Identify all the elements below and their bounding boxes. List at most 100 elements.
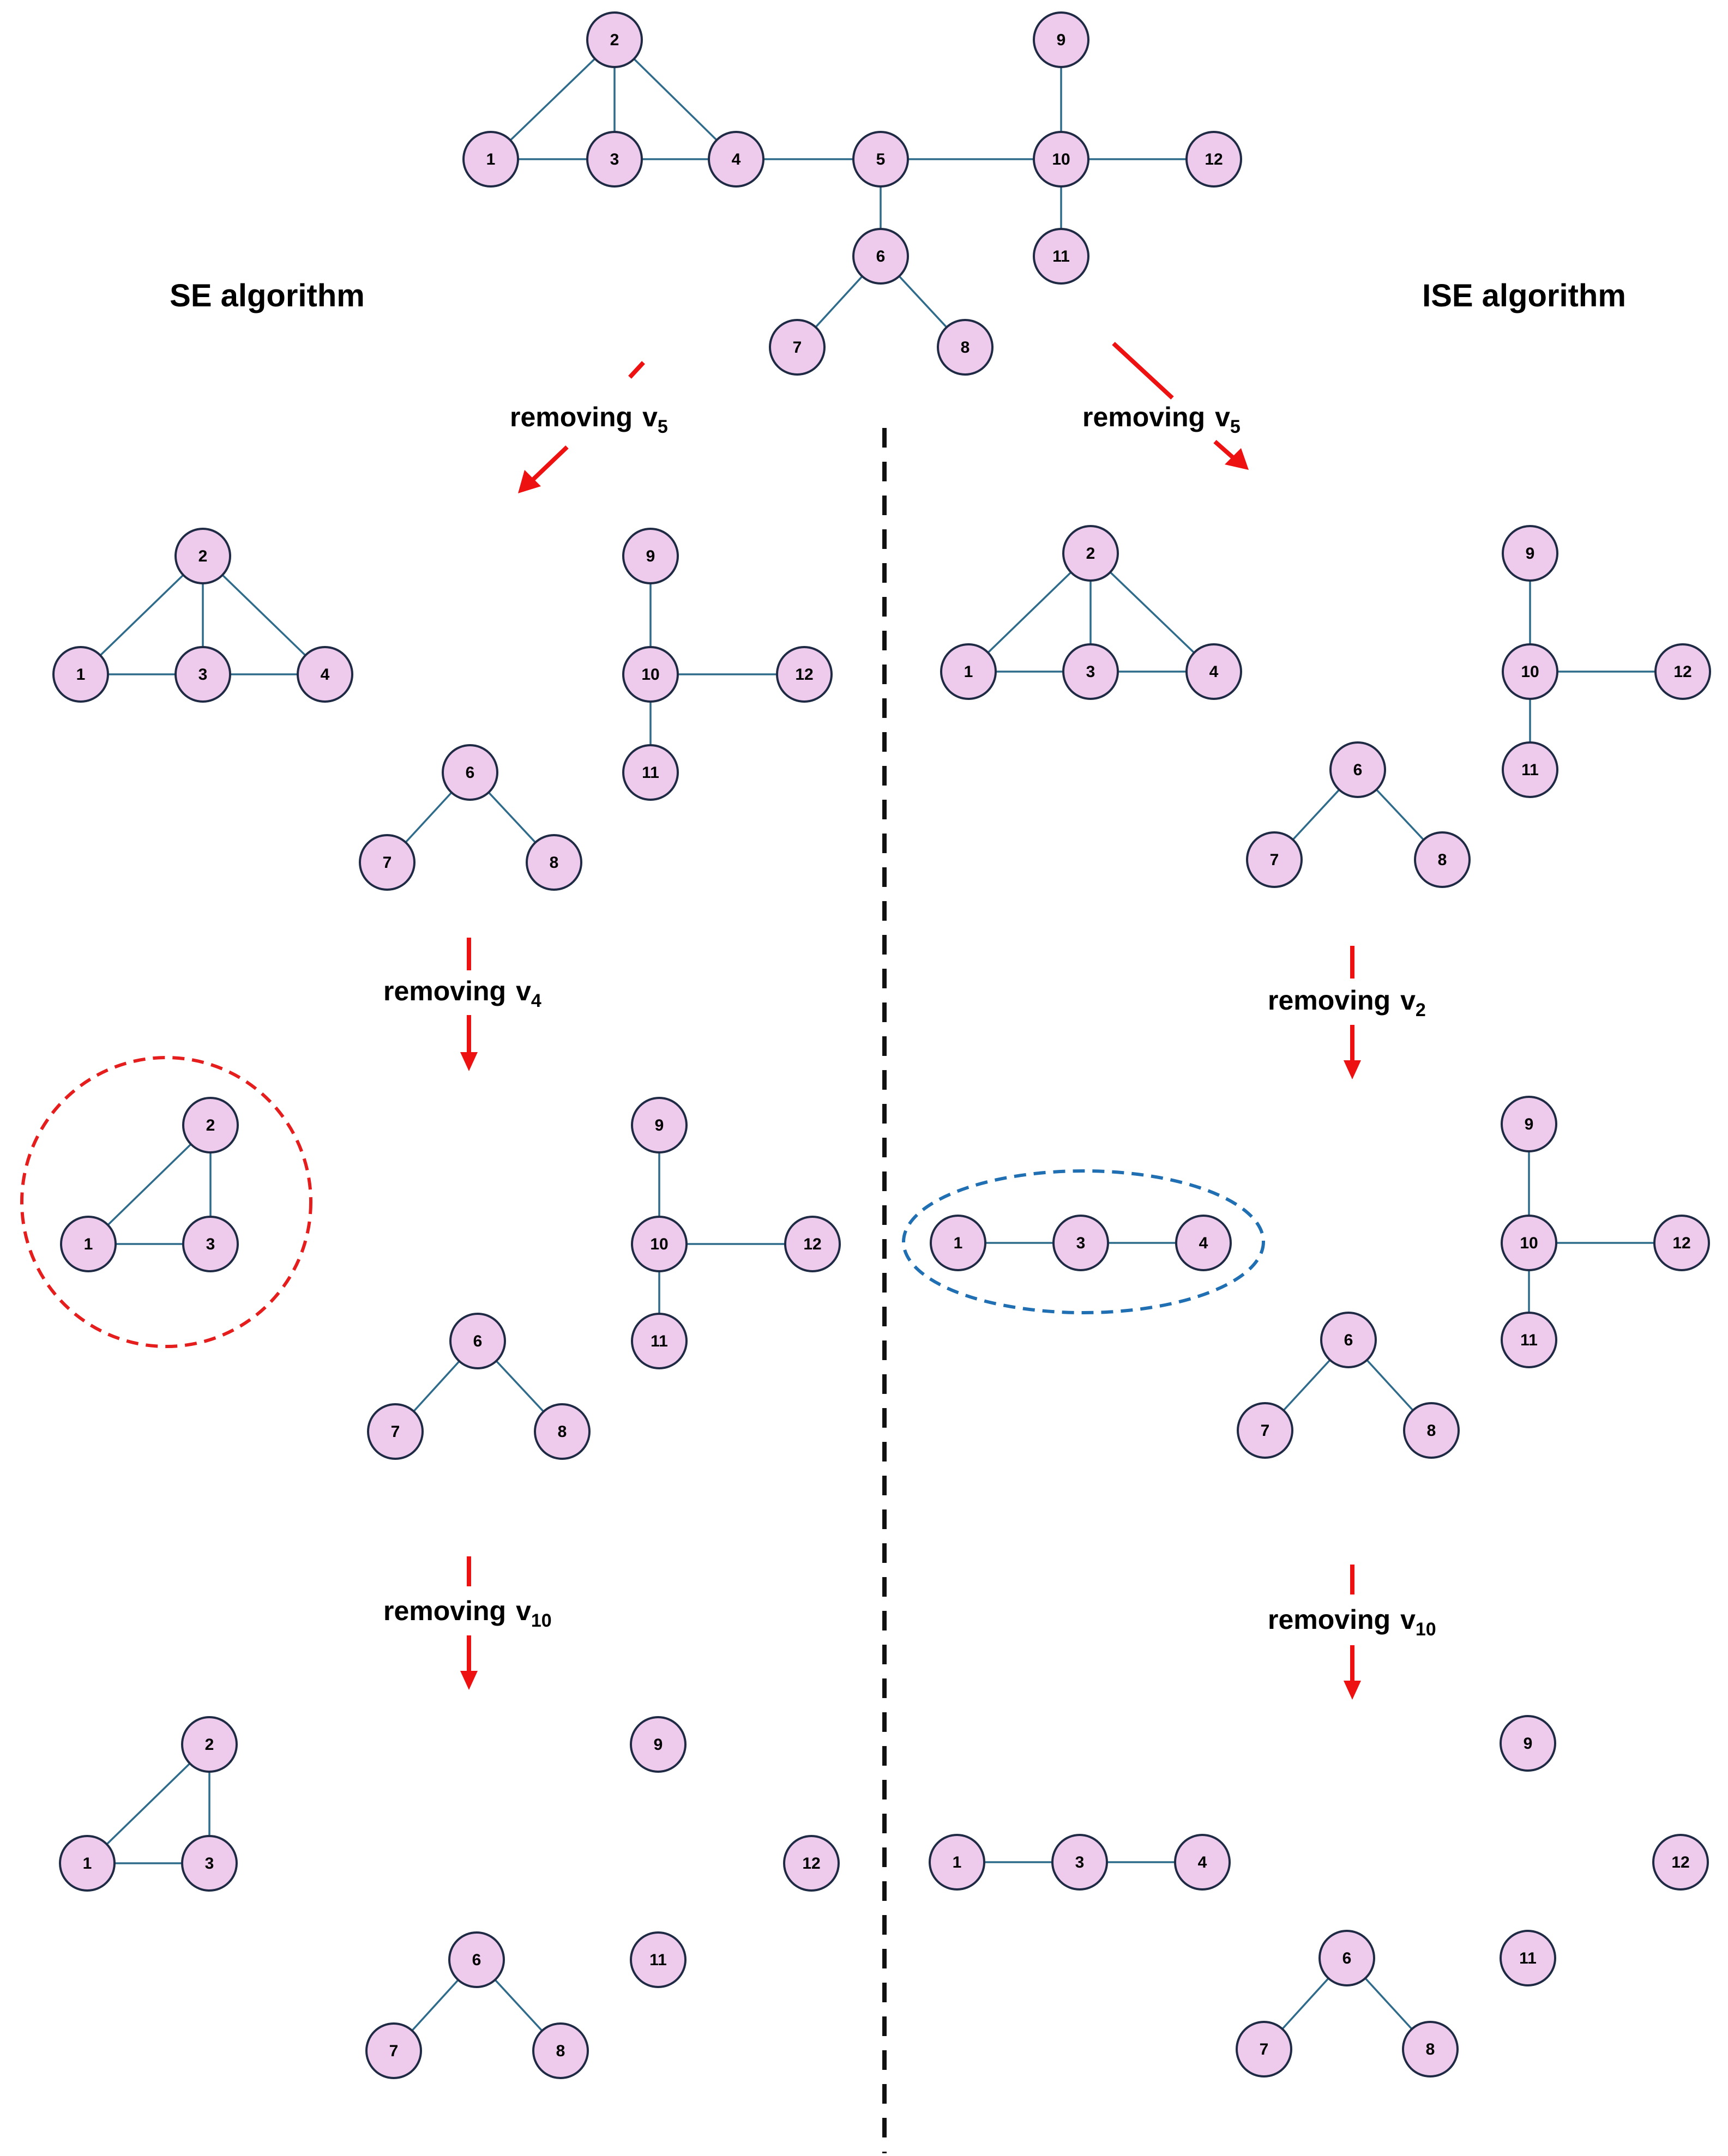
node-circle xyxy=(1501,1215,1557,1271)
node-circle xyxy=(1500,1930,1556,1986)
node-circle xyxy=(622,744,679,801)
node-8: 8 xyxy=(1414,831,1471,888)
edge-1-2 xyxy=(490,39,616,160)
node-circle xyxy=(526,834,582,891)
node-label: 5 xyxy=(876,150,886,168)
node-circle xyxy=(631,1216,688,1272)
edge-2-4 xyxy=(613,39,737,160)
node-circle xyxy=(1329,741,1386,798)
node-circle xyxy=(1414,831,1471,888)
node-label: 1 xyxy=(953,1853,962,1871)
node-label: 2 xyxy=(205,1736,214,1754)
node-label: 4 xyxy=(1198,1853,1207,1871)
node-circle xyxy=(1062,525,1119,582)
node-7: 7 xyxy=(1237,1402,1293,1459)
node-circle xyxy=(630,1931,687,1988)
node-label: 7 xyxy=(1261,1422,1270,1440)
node-circle xyxy=(784,1216,841,1272)
node-circle xyxy=(1174,1834,1231,1891)
node-label: 1 xyxy=(83,1855,92,1873)
node-1: 1 xyxy=(52,646,109,703)
node-circle xyxy=(1062,643,1119,700)
node-circle xyxy=(442,744,498,801)
node-label: 6 xyxy=(472,1951,481,1969)
node-label: 4 xyxy=(1199,1234,1208,1252)
node-label: 7 xyxy=(383,854,392,872)
node-circle xyxy=(586,11,643,68)
node-label: 9 xyxy=(1524,1735,1533,1753)
node-circle xyxy=(1654,643,1711,700)
node-7: 7 xyxy=(359,834,416,891)
node-label: 8 xyxy=(558,1423,567,1441)
node-6: 6 xyxy=(449,1313,506,1369)
node-circle xyxy=(182,1216,239,1272)
node-circle xyxy=(930,1215,986,1271)
node-9: 9 xyxy=(622,528,679,584)
node-label: 6 xyxy=(876,247,886,265)
node-4: 4 xyxy=(1174,1834,1231,1891)
node-label: 4 xyxy=(732,150,741,168)
node-3: 3 xyxy=(586,131,643,188)
node-circle xyxy=(1033,11,1089,68)
node-1: 1 xyxy=(929,1834,985,1891)
node-8: 8 xyxy=(1402,2021,1459,2078)
node-label: 4 xyxy=(321,666,330,684)
node-circle xyxy=(532,2022,589,2079)
node-2: 2 xyxy=(1062,525,1119,582)
node-circle xyxy=(1502,741,1558,798)
node-circle xyxy=(1652,1834,1709,1891)
node-7: 7 xyxy=(769,319,826,376)
node-label: 6 xyxy=(466,764,475,782)
node-circle xyxy=(769,319,826,376)
node-4: 4 xyxy=(708,131,764,188)
node-4: 4 xyxy=(1185,643,1242,700)
node-7: 7 xyxy=(1246,831,1303,888)
node-label: 11 xyxy=(649,1951,667,1969)
node-label: 9 xyxy=(1526,545,1535,563)
node-label: 10 xyxy=(641,666,659,684)
node-12: 12 xyxy=(1185,131,1242,188)
node-label: 8 xyxy=(1427,1422,1436,1440)
node-7: 7 xyxy=(365,2022,422,2079)
node-circle xyxy=(359,834,416,891)
node-circle xyxy=(534,1403,591,1460)
node-label: 11 xyxy=(1519,1949,1537,1967)
node-label: 7 xyxy=(391,1423,400,1441)
node-12: 12 xyxy=(1652,1834,1709,1891)
node-circle xyxy=(462,131,519,188)
node-label: 1 xyxy=(486,150,496,168)
node-label: 12 xyxy=(1672,1234,1690,1252)
node-3: 3 xyxy=(1052,1215,1109,1271)
node-circle xyxy=(1502,525,1558,582)
node-11: 11 xyxy=(622,744,679,801)
node-label: 1 xyxy=(76,666,86,684)
node-circle xyxy=(622,646,679,703)
node-9: 9 xyxy=(1501,1096,1557,1152)
node-circle xyxy=(59,1835,116,1892)
ise-algorithm-heading: ISE algorithm xyxy=(1422,278,1626,313)
node-2: 2 xyxy=(174,528,231,584)
node-circle xyxy=(631,1097,688,1154)
se-algorithm-heading: SE algorithm xyxy=(170,278,365,313)
node-circle xyxy=(940,643,997,700)
node-circle xyxy=(1320,1312,1377,1368)
node-circle xyxy=(631,1313,688,1369)
node-circle xyxy=(929,1834,985,1891)
node-3: 3 xyxy=(181,1835,238,1892)
node-circle xyxy=(1185,131,1242,188)
edge-2-4 xyxy=(1089,552,1215,673)
node-circle xyxy=(1175,1215,1232,1271)
node-circle xyxy=(1052,1215,1109,1271)
node-label: 10 xyxy=(1521,663,1539,681)
node-label: 12 xyxy=(802,1855,820,1873)
node-11: 11 xyxy=(1033,228,1089,285)
node-label: 8 xyxy=(556,2042,565,2060)
arrow-left-1 xyxy=(518,361,645,493)
node-label: 12 xyxy=(1205,150,1223,168)
